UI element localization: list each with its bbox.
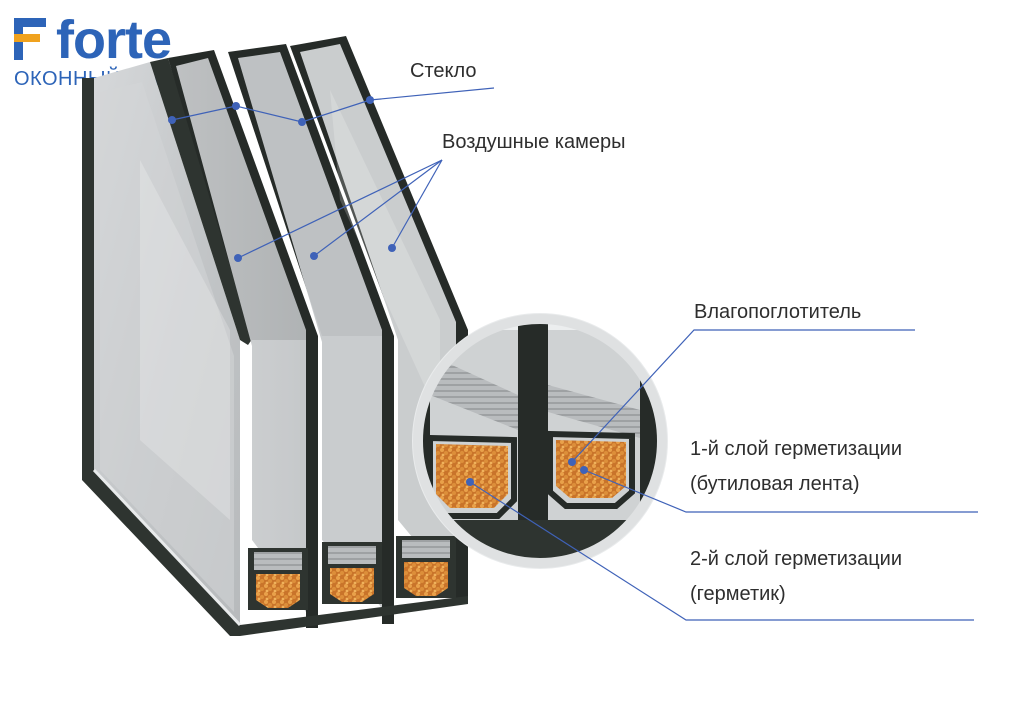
label-glass: Стекло [410,60,477,82]
spacer-2 [322,542,382,604]
desiccant-left [436,444,508,508]
label-air-chambers: Воздушные камеры [442,131,625,153]
label-desiccant: Влагопоглотитель [694,301,861,323]
brand-name: forte [56,10,171,70]
label-seal1-line2: (бутиловая лента) [690,473,860,495]
label-seal2-line2: (герметик) [690,583,786,605]
magnified-detail [412,313,668,569]
spacer-3 [396,536,456,598]
label-seal2-line1: 2-й слой герметизации [690,548,902,570]
desiccant-right [556,440,626,498]
brand-mark-icon [14,18,46,60]
leader-lines [168,87,978,621]
spacer-1 [248,548,308,610]
triple-glazing-unit [82,36,468,636]
label-seal1-line1: 1-й слой герметизации [690,438,902,460]
